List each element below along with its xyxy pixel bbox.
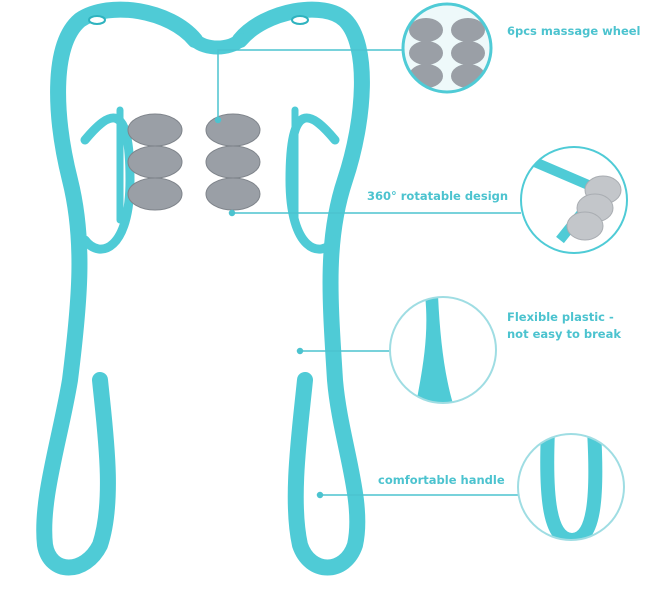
- callout-massage-wheel: 6pcs massage wheel: [507, 23, 640, 40]
- right-arm: [232, 1, 370, 576]
- neck-massager: [36, 1, 370, 576]
- callout-text: 360° rotatable design: [367, 189, 509, 203]
- right-inner-strut: [285, 113, 340, 254]
- massage-rollers: [127, 113, 261, 211]
- detail-rotation: [520, 146, 628, 254]
- left-arm: [36, 1, 203, 576]
- callout-flexible: Flexible plastic - not easy to break: [507, 309, 621, 343]
- callout-text: comfortable handle: [378, 473, 505, 487]
- callout-handle: comfortable handle: [378, 472, 505, 489]
- neck-bridge: [188, 33, 247, 55]
- callout-lines: [214, 49, 521, 499]
- left-inner-strut: [80, 113, 135, 254]
- detail-handle: [517, 433, 625, 541]
- callout-text: not easy to break: [507, 327, 622, 341]
- callout-text: 6pcs massage wheel: [507, 24, 641, 38]
- detail-wheels: [401, 2, 493, 94]
- callout-rotatable: 360° rotatable design: [367, 188, 508, 205]
- detail-flexible: [389, 296, 497, 404]
- callout-text: Flexible plastic -: [507, 310, 614, 324]
